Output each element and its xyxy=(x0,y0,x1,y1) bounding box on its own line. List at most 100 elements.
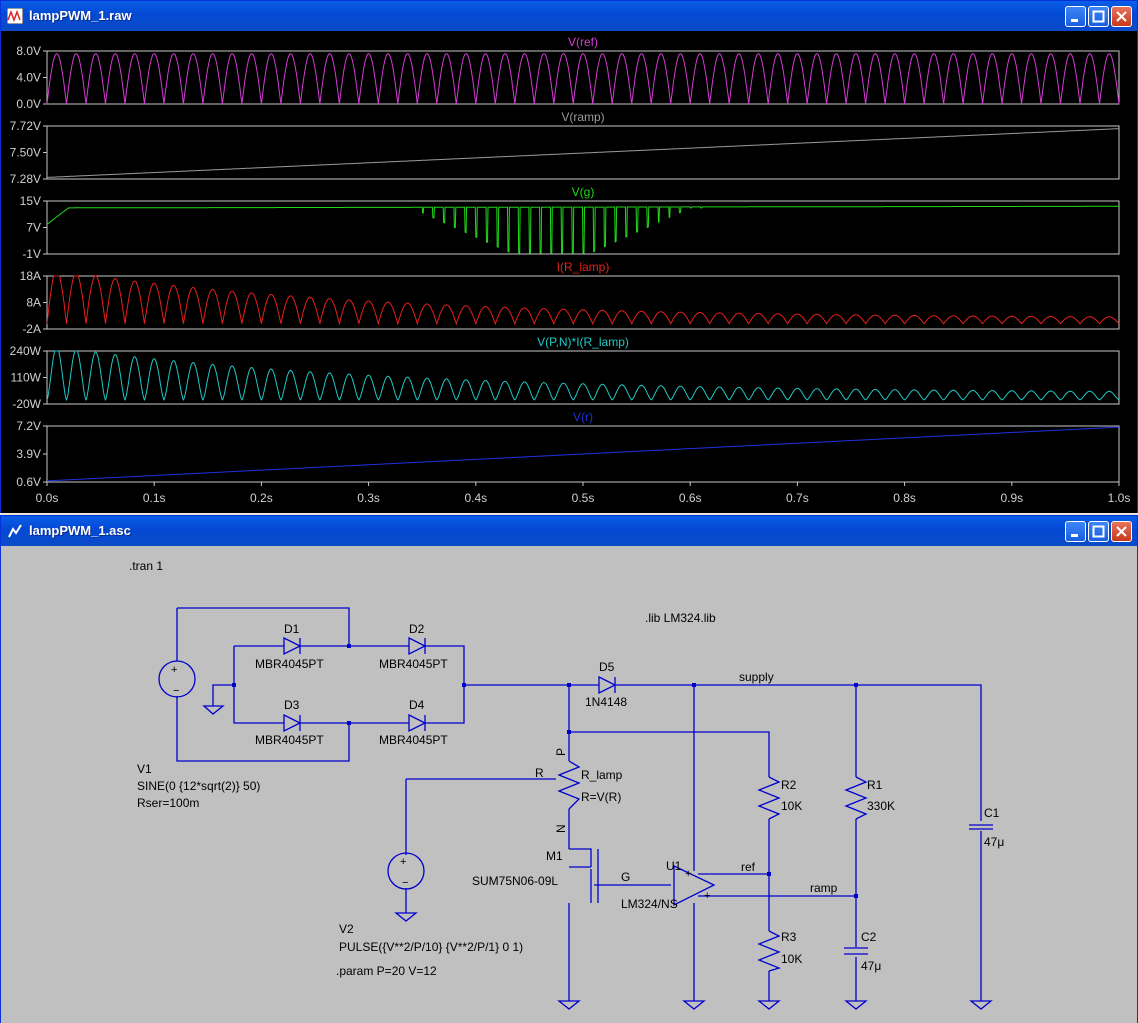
opamp-noninv-pin: + xyxy=(685,868,691,880)
y-tick-label: 18A xyxy=(20,269,41,283)
x-tick-label: 0.4s xyxy=(464,491,487,505)
schematic-window: lampPWM_1.asc xyxy=(0,515,1138,1023)
d2-value[interactable]: MBR4045PT xyxy=(379,657,448,671)
x-tick-label: 0.1s xyxy=(143,491,166,505)
r-lamp-value[interactable]: R=V(R) xyxy=(581,790,621,804)
x-tick-label: 1.0s xyxy=(1108,491,1131,505)
y-tick-label: 0.6V xyxy=(16,475,41,489)
maximize-icon xyxy=(1092,10,1105,23)
minimize-button[interactable] xyxy=(1065,6,1086,27)
trace-label[interactable]: V(r) xyxy=(573,410,593,424)
y-tick-label: 8A xyxy=(26,296,41,310)
d1-value[interactable]: MBR4045PT xyxy=(255,657,324,671)
v1-value[interactable]: SINE(0 {12*sqrt(2)} 50) xyxy=(137,779,260,793)
trace-label[interactable]: V(ref) xyxy=(568,35,598,49)
trace-line xyxy=(46,53,1120,105)
y-tick-label: 7.72V xyxy=(10,119,41,133)
schematic-window-title: lampPWM_1.asc xyxy=(29,523,131,538)
d1-name[interactable]: D1 xyxy=(284,622,300,636)
waveform-app-icon xyxy=(7,8,23,24)
plus-sign: + xyxy=(171,664,177,676)
d4-value[interactable]: MBR4045PT xyxy=(379,733,448,747)
y-tick-label: 4.0V xyxy=(16,71,41,85)
close-icon xyxy=(1116,11,1127,22)
x-tick-label: 0.0s xyxy=(36,491,59,505)
d5-name[interactable]: D5 xyxy=(599,660,615,674)
plot-window-titlebar[interactable]: lampPWM_1.raw xyxy=(1,1,1137,31)
trace-panel[interactable]: V(ramp) 7.72V 7.50V 7.28V xyxy=(10,110,1120,186)
x-tick-label: 0.3s xyxy=(357,491,380,505)
v1-rser[interactable]: Rser=100m xyxy=(137,796,199,810)
r1-name[interactable]: R1 xyxy=(867,778,883,792)
minimize-icon xyxy=(1071,19,1078,22)
r-lamp-name[interactable]: R_lamp xyxy=(581,768,623,782)
close-button[interactable] xyxy=(1111,6,1132,27)
schematic-window-titlebar[interactable]: lampPWM_1.asc xyxy=(1,516,1137,546)
c1-value[interactable]: 47μ xyxy=(984,835,1004,849)
trace-label[interactable]: V(g) xyxy=(572,185,595,199)
net-g[interactable]: G xyxy=(621,870,630,884)
maximize-button[interactable] xyxy=(1088,521,1109,542)
y-tick-label: 8.0V xyxy=(16,44,41,58)
u1-name[interactable]: U1 xyxy=(666,859,682,873)
close-button[interactable] xyxy=(1111,521,1132,542)
plus-sign: + xyxy=(400,856,406,868)
y-tick-label: 3.9V xyxy=(16,447,41,461)
x-tick-label: 0.6s xyxy=(679,491,702,505)
m1-value[interactable]: SUM75N06-09L xyxy=(472,874,558,888)
r2-value[interactable]: 10K xyxy=(781,799,802,813)
r1-value[interactable]: 330K xyxy=(867,799,895,813)
y-tick-label: 7.2V xyxy=(16,419,41,433)
v1-name[interactable]: V1 xyxy=(137,762,152,776)
x-tick-label: 0.5s xyxy=(572,491,595,505)
minus-sign: − xyxy=(173,685,179,697)
d3-name[interactable]: D3 xyxy=(284,698,300,712)
lib-directive[interactable]: .lib LM324.lib xyxy=(645,611,716,625)
minimize-button[interactable] xyxy=(1065,521,1086,542)
waveform-plot[interactable]: V(ref) 8.0V 4.0V 0.0V V(ramp) 7.72V 7.50V 7.28V… xyxy=(1,31,1137,513)
param-directive[interactable]: .param P=20 V=12 xyxy=(336,964,437,978)
m1-name[interactable]: M1 xyxy=(546,849,563,863)
y-tick-label: 240W xyxy=(10,344,42,358)
d3-value[interactable]: MBR4045PT xyxy=(255,733,324,747)
trace-label[interactable]: V(P,N)*I(R_lamp) xyxy=(537,335,629,349)
close-icon xyxy=(1116,526,1127,537)
trace-label[interactable]: V(ramp) xyxy=(561,110,604,124)
maximize-icon xyxy=(1092,525,1105,538)
trace-line xyxy=(46,205,1119,254)
opamp-inv-pin: + xyxy=(704,890,710,902)
maximize-button[interactable] xyxy=(1088,6,1109,27)
d4-name[interactable]: D4 xyxy=(409,698,425,712)
u1-value[interactable]: LM324/NS xyxy=(621,897,678,911)
net-n[interactable]: N xyxy=(554,824,568,833)
r2-name[interactable]: R2 xyxy=(781,778,797,792)
x-tick-label: 0.9s xyxy=(1000,491,1023,505)
c2-name[interactable]: C2 xyxy=(861,930,877,944)
v2-name[interactable]: V2 xyxy=(339,922,354,936)
trace-panel[interactable]: V(P,N)*I(R_lamp) 240W 110W -20W xyxy=(10,335,1120,411)
r3-value[interactable]: 10K xyxy=(781,952,802,966)
net-supply[interactable]: supply xyxy=(739,670,774,684)
net-p[interactable]: P xyxy=(554,748,568,756)
trace-panel[interactable]: V(r) 7.2V 3.9V 0.6V xyxy=(16,410,1120,489)
tran-directive[interactable]: .tran 1 xyxy=(129,559,163,573)
trace-label[interactable]: I(R_lamp) xyxy=(557,260,610,274)
y-tick-label: -20W xyxy=(12,397,41,411)
net-ramp[interactable]: ramp xyxy=(810,881,838,895)
d5-value[interactable]: 1N4148 xyxy=(585,695,627,709)
d2-name[interactable]: D2 xyxy=(409,622,425,636)
net-r[interactable]: R xyxy=(535,766,544,780)
c2-value[interactable]: 47μ xyxy=(861,959,881,973)
c1-name[interactable]: C1 xyxy=(984,806,1000,820)
y-tick-label: 110W xyxy=(11,371,42,385)
r3-name[interactable]: R3 xyxy=(781,930,797,944)
trace-panel[interactable]: V(ref) 8.0V 4.0V 0.0V xyxy=(16,35,1120,111)
y-tick-label: 0.0V xyxy=(16,97,41,111)
schematic-canvas[interactable]: + − + − + + .tran 1 .lib LM324.lib .para… xyxy=(1,546,1137,1023)
net-ref[interactable]: ref xyxy=(741,860,756,874)
v2-value[interactable]: PULSE({V**2/P/10} {V**2/P/1} 0 1) xyxy=(339,940,523,954)
y-tick-label: 7.50V xyxy=(10,146,41,160)
y-tick-label: 7.28V xyxy=(10,172,41,186)
